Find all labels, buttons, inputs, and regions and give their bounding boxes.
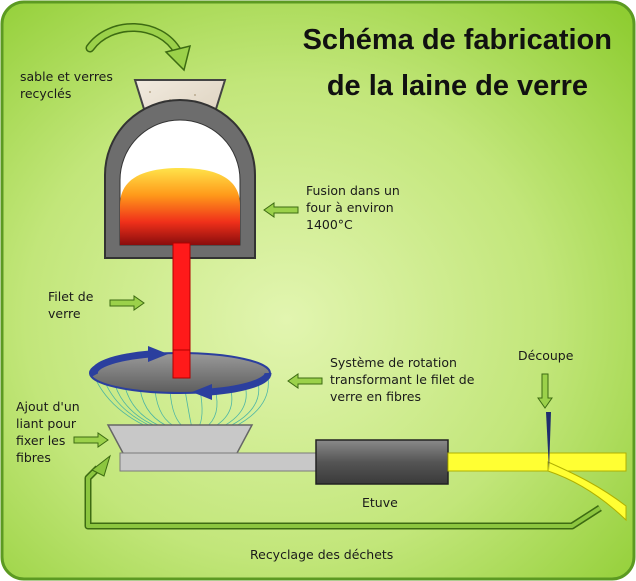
glass-stream-front	[172, 349, 191, 379]
recycling-loop	[84, 454, 602, 530]
label-glass-stream: Filet de verre	[48, 289, 94, 321]
label-furnace: Fusion dans un four à environ 1400°C	[306, 183, 400, 232]
molten-glass	[120, 168, 240, 245]
arrow-furnace	[263, 202, 299, 218]
label-binder: Ajout d'un liant pour fixer les fibres	[16, 399, 80, 465]
label-raw-materials: sable et verres recyclés	[20, 69, 113, 101]
label-rotation: Système de rotation transformant le file…	[330, 355, 475, 404]
arrow-rotation	[287, 373, 323, 389]
cutting-blade	[546, 412, 551, 470]
arrow-stream	[109, 295, 145, 311]
conveyor-yellow	[447, 452, 627, 472]
feed-arrow	[85, 23, 192, 72]
pointer-arrows	[73, 202, 553, 448]
rotation-arrows	[90, 346, 272, 400]
label-oven: Etuve	[362, 495, 398, 510]
arrow-cutting	[537, 373, 553, 409]
page-title-line-2: de la laine de verre	[326, 70, 588, 102]
waste-strip	[547, 461, 627, 522]
binder-funnel	[106, 424, 254, 456]
arrow-binder	[73, 432, 109, 448]
page-title-line-1: Schéma de fabrication	[302, 24, 612, 56]
label-recycling: Recyclage des déchets	[250, 547, 394, 562]
label-cutting: Découpe	[518, 348, 574, 363]
oven-box	[315, 439, 449, 485]
conveyor-gray	[119, 452, 326, 472]
